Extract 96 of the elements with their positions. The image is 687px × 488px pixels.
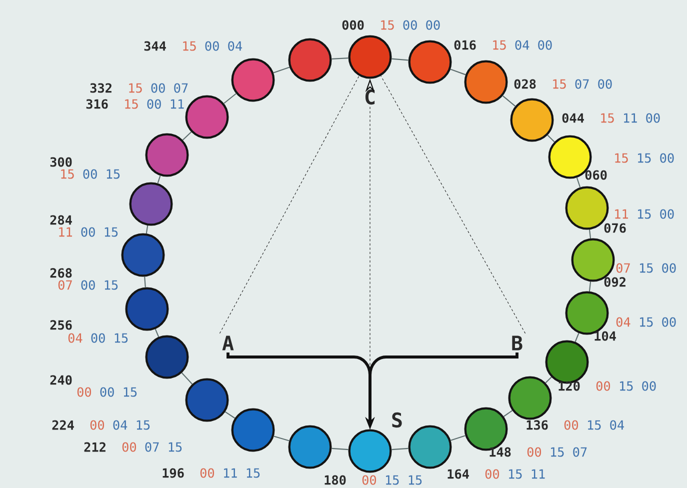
rgb-value: 07 00 15 bbox=[58, 280, 118, 290]
hue-number: 180 bbox=[324, 475, 346, 485]
hue-number: 300 bbox=[50, 157, 72, 167]
connector-line bbox=[576, 177, 581, 188]
rgb-value: 15 00 11 bbox=[125, 99, 184, 109]
connector-line bbox=[545, 376, 552, 384]
rgb-value: 04 00 15 bbox=[68, 333, 128, 343]
letter-label: C bbox=[365, 89, 375, 105]
connector-line bbox=[502, 95, 516, 107]
color-circle bbox=[508, 376, 552, 420]
connector-line bbox=[380, 76, 526, 334]
hue-number: 044 bbox=[562, 113, 584, 123]
hue-number: 212 bbox=[84, 442, 106, 452]
letter-label: B bbox=[512, 336, 522, 350]
rgb-value: 07 15 00 bbox=[616, 263, 676, 273]
rgb-value: 00 15 11 bbox=[485, 469, 545, 479]
connector-line bbox=[547, 134, 555, 142]
color-circle bbox=[288, 38, 332, 82]
rgb-value: 15 15 00 bbox=[615, 153, 674, 163]
rgb-value: 15 07 00 bbox=[553, 79, 612, 89]
rgb-value: 15 04 00 bbox=[493, 40, 552, 50]
hue-number: 240 bbox=[50, 375, 72, 385]
hue-number: 164 bbox=[448, 469, 469, 479]
connector-line bbox=[332, 448, 348, 450]
rgb-value: 00 15 00 bbox=[596, 381, 656, 391]
rgb-value: 00 04 15 bbox=[90, 420, 150, 430]
color-circle bbox=[348, 35, 392, 79]
rgb-value: 00 00 15 bbox=[77, 387, 137, 397]
connector-line bbox=[450, 435, 466, 441]
connector-line bbox=[154, 328, 160, 338]
rgb-value: 15 00 15 bbox=[61, 169, 120, 179]
rgb-value: 00 07 15 bbox=[122, 442, 182, 452]
rgb-value: 00 15 07 bbox=[527, 447, 587, 457]
hue-number: 316 bbox=[86, 99, 108, 109]
connector-line bbox=[224, 93, 236, 104]
letter-label: A bbox=[222, 336, 234, 350]
connector-line bbox=[219, 76, 360, 334]
color-circle bbox=[129, 182, 173, 226]
color-circle bbox=[231, 58, 275, 102]
color-circle bbox=[145, 335, 189, 379]
color-circle bbox=[185, 378, 229, 422]
connector-line bbox=[146, 225, 148, 234]
hue-number: 136 bbox=[526, 420, 548, 430]
connector-line bbox=[273, 66, 290, 74]
rgb-value: 00 11 15 bbox=[200, 468, 260, 478]
connector-line bbox=[224, 411, 236, 419]
connector-line bbox=[450, 68, 466, 76]
connector-line bbox=[332, 58, 348, 60]
rgb-value: 00 15 15 bbox=[362, 475, 422, 485]
rgb-value: 15 00 00 bbox=[381, 20, 440, 30]
connector-line bbox=[182, 132, 192, 140]
hue-number: 332 bbox=[90, 83, 112, 93]
hue-number: 284 bbox=[50, 215, 72, 225]
rgb-value: 11 15 00 bbox=[615, 209, 674, 219]
connector-line bbox=[392, 58, 408, 61]
connector-line bbox=[574, 332, 580, 342]
rgb-value: 04 15 00 bbox=[616, 317, 676, 327]
rgb-value: 11 00 15 bbox=[59, 227, 118, 237]
color-circle bbox=[185, 95, 229, 139]
hue-number: 076 bbox=[604, 223, 626, 233]
hue-number: 120 bbox=[558, 381, 580, 391]
hue-number: 104 bbox=[594, 331, 616, 341]
hue-number: 256 bbox=[50, 320, 72, 330]
color-circle bbox=[408, 425, 452, 469]
color-circle bbox=[408, 40, 452, 84]
color-circle bbox=[231, 408, 275, 452]
hue-number: 016 bbox=[454, 40, 476, 50]
hue-number: 092 bbox=[604, 277, 626, 287]
connector-line bbox=[392, 448, 408, 450]
hue-number: 224 bbox=[52, 420, 74, 430]
connector-line bbox=[274, 436, 290, 442]
rgb-value: 15 11 00 bbox=[601, 113, 660, 123]
connector-line bbox=[181, 372, 193, 384]
color-circle bbox=[510, 98, 554, 142]
rgb-value: 15 00 07 bbox=[129, 83, 188, 93]
connector-line bbox=[157, 175, 161, 184]
connector-line bbox=[588, 230, 592, 238]
connector-line bbox=[588, 282, 592, 292]
color-circle bbox=[464, 60, 508, 104]
color-circle bbox=[288, 425, 332, 469]
color-circle bbox=[121, 233, 165, 277]
rgb-value: 00 15 04 bbox=[564, 420, 624, 430]
hue-number: 028 bbox=[514, 79, 536, 89]
color-circle bbox=[348, 429, 392, 473]
hue-number: 344 bbox=[144, 41, 166, 51]
hue-number: 268 bbox=[50, 268, 72, 278]
hue-number: 148 bbox=[490, 447, 511, 457]
color-circle bbox=[125, 287, 169, 331]
rgb-value: 15 00 04 bbox=[183, 41, 242, 51]
connector-line bbox=[503, 410, 513, 417]
color-circle bbox=[145, 133, 189, 177]
hue-number: 060 bbox=[585, 170, 607, 180]
hue-number: 196 bbox=[162, 468, 184, 478]
connector-line bbox=[144, 276, 146, 288]
point-label: S bbox=[392, 412, 402, 428]
hue-number: 000 bbox=[342, 20, 364, 30]
